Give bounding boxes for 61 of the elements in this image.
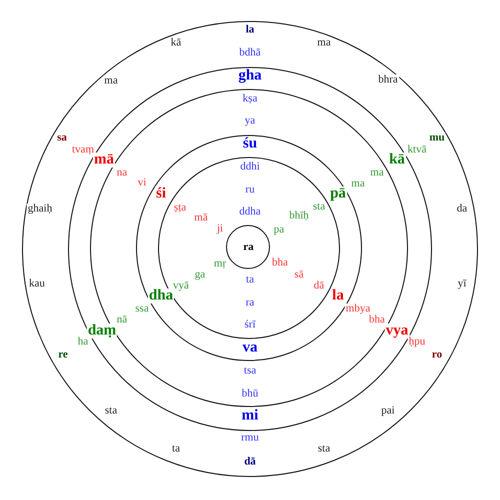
syllable-text: daṃ: [86, 324, 118, 338]
syllable-text: kā: [170, 38, 182, 48]
syllable-text: ddha: [238, 206, 262, 218]
syllable-text: nā: [116, 314, 128, 326]
syllable-text: ḥpu: [408, 336, 426, 348]
syllable-text: pa: [272, 224, 286, 236]
syllable-text: ra: [244, 298, 256, 308]
syllable-text: rmu: [240, 432, 260, 444]
syllable-text: pai: [380, 406, 396, 416]
syllable-text: bhra: [377, 74, 399, 86]
syllable-text: gha: [237, 68, 263, 84]
syllable-text: re: [57, 350, 69, 360]
syllable-text: mu: [428, 132, 446, 144]
syllable-text: sta: [312, 202, 326, 212]
syllable-text: dā: [243, 456, 257, 468]
syllable-text: da: [456, 204, 468, 214]
syllable-text: ktvā: [406, 144, 428, 156]
syllable-text: vya: [384, 324, 410, 338]
syllable-text: ro: [430, 350, 444, 360]
syllable-text: mṛ: [212, 258, 228, 270]
syllable-text: ji: [216, 224, 224, 234]
syllable-text: ma: [350, 178, 366, 190]
syllable-text: tvaṃ: [71, 144, 95, 156]
syllable-text: ya: [244, 116, 256, 126]
syllable-text: ddhi: [239, 162, 261, 172]
syllable-text: pā: [329, 186, 347, 202]
syllable-text: ma: [369, 168, 385, 178]
syllable-text: ma: [103, 76, 119, 86]
syllable-text: mā: [193, 212, 209, 224]
syllable-text: śrī: [244, 320, 256, 330]
syllable-text: bhū: [240, 388, 260, 400]
syllable-text: bdhā: [238, 48, 262, 58]
syllable-text: bhīḥ: [288, 210, 310, 222]
syllable-text: ma: [316, 38, 332, 48]
syllable-text: vyā: [172, 280, 190, 292]
syllable-text: la: [244, 24, 256, 36]
syllable-text: ta: [245, 274, 255, 286]
syllable-text: ga: [194, 270, 206, 280]
syllable-text: ssa: [134, 304, 150, 314]
syllable-text: vi: [136, 178, 148, 188]
syllable-text: sā: [293, 270, 305, 280]
syllable-text: ghaiḥ: [26, 204, 54, 214]
syllable-text: dha: [148, 288, 174, 304]
syllable-text: sa: [56, 132, 68, 144]
syllable-text: dā: [312, 280, 326, 292]
syllable-text: kau: [28, 278, 46, 290]
syllable-text: ha: [76, 336, 90, 348]
syllable-text: ru: [244, 184, 256, 196]
syllable-text: ra: [243, 241, 254, 254]
syllable-text: sta: [316, 444, 332, 454]
syllable-text: yī: [456, 278, 468, 290]
syllable-text: tsa: [242, 366, 258, 376]
syllable-text: bha: [368, 314, 386, 326]
syllable-text: sta: [104, 406, 118, 416]
syllable-text: bha: [271, 258, 289, 268]
syllable-text: kṣa: [242, 94, 258, 104]
syllable-text: mā: [93, 152, 115, 168]
syllable-text: na: [116, 168, 128, 178]
syllable-text: mbya: [344, 304, 372, 314]
syllable-text: ṣṭa: [172, 202, 188, 214]
syllable-text: ta: [171, 444, 181, 454]
